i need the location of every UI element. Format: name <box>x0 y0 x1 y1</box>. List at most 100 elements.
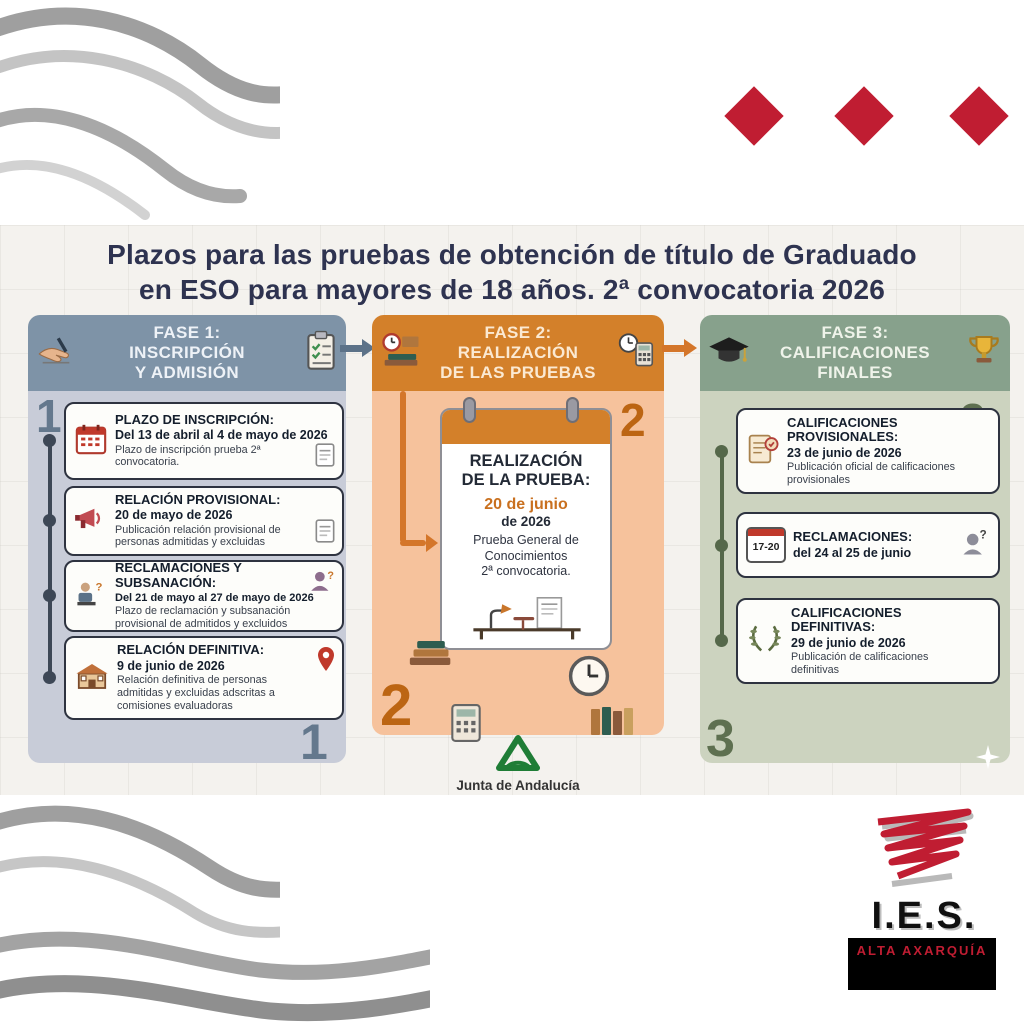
infographic-board: Plazos para las pruebas de obtención de … <box>0 225 1024 795</box>
person-laptop-icon: ? <box>74 579 108 614</box>
card-title: CALIFICACIONES PROVISIONALES: <box>787 414 899 445</box>
junta-name: Junta de Andalucía <box>456 778 580 793</box>
exam-desc-line1: Prueba General de <box>473 532 579 547</box>
arrow-phase1-to-phase2 <box>340 339 375 357</box>
hand-pencil-icon <box>36 335 76 372</box>
phase-2-header-line2: REALIZACIÓN <box>457 342 579 362</box>
card-title: RELACIÓN PROVISIONAL: <box>115 491 281 507</box>
document-icon <box>314 442 336 473</box>
card-text: RELACIÓN PROVISIONAL: 20 de mayo de 2026… <box>115 491 334 549</box>
card-plazo-inscripcion: PLAZO DE INSCRIPCIÓN: Del 13 de abril al… <box>64 402 344 480</box>
exam-desc-line3: 2ª convocatoria. <box>481 564 571 579</box>
card-title: RELACIÓN DEFINITIVA: <box>117 642 265 658</box>
school-icon <box>74 660 110 697</box>
card-reclamaciones: 17-20 RECLAMACIONES: del 24 al 25 de jun… <box>736 512 1000 578</box>
svg-text:?: ? <box>96 581 103 593</box>
clipboard-icon <box>304 330 338 377</box>
mini-calendar-label: 17-20 <box>752 541 780 553</box>
timeline-dot <box>715 445 728 458</box>
card-desc: Publicación oficial de calificaciones pr… <box>787 461 956 486</box>
exam-date-highlight: 20 de junio <box>484 495 568 513</box>
desk-scene-icon <box>452 593 602 646</box>
card-text: CALIFICACIONES PROVISIONALES: 23 de juni… <box>787 414 990 487</box>
wave-decoration-bottom <box>0 931 430 1022</box>
sparkle-icon <box>976 745 1000 774</box>
card-date: 29 de junio de 2026 <box>791 635 906 650</box>
timeline-dot <box>43 434 56 447</box>
books-stack-icon <box>408 637 454 674</box>
phase-1-header-text: FASE 1: INSCRIPCIÓN Y ADMISIÓN <box>129 323 245 383</box>
ies-scribble-icon <box>862 804 986 905</box>
phase-3-header-line2: CALIFICACIONES <box>779 342 931 362</box>
page-title-line1: Plazos para las pruebas de obtención de … <box>107 239 917 270</box>
person-question-icon: ? <box>308 568 336 599</box>
card-date: Del 21 de mayo al 27 de mayo de 2026 <box>115 591 314 604</box>
books-clock-icon <box>380 333 422 374</box>
phase-3-header-line3: FINALES <box>817 363 893 383</box>
phase-1-header-line2: INSCRIPCIÓN <box>129 342 245 362</box>
card-calificaciones-definitivas: CALIFICACIONES DEFINITIVAS: 29 de junio … <box>736 598 1000 684</box>
clock-icon <box>566 653 612 704</box>
card-relacion-definitiva: RELACIÓN DEFINITIVA: 9 de junio de 2026 … <box>64 636 344 720</box>
exam-date-rest: de 2026 <box>501 513 551 529</box>
timeline-dot <box>715 539 728 552</box>
phase-1-timeline <box>48 435 52 680</box>
wave-decoration-top-left <box>0 7 280 220</box>
phase-3-header-line1: FASE 3: <box>821 322 889 342</box>
page-title: Plazos para las pruebas de obtención de … <box>0 237 1024 307</box>
phase-3-number-bottom: 3 <box>706 710 735 768</box>
phase-3-header-text: FASE 3: CALIFICACIONES FINALES <box>780 323 930 383</box>
graduation-cap-icon <box>708 335 750 372</box>
card-reclamaciones-subsanacion: ? RECLAMACIONES Y SUBSANACIÓN: Del 21 de… <box>64 560 344 632</box>
books-row-icon <box>586 703 638 742</box>
card-desc: Relación definitiva de personas admitida… <box>117 674 275 712</box>
calendar-ring-left <box>463 397 476 423</box>
mini-calendar-icon: 17-20 <box>746 527 786 563</box>
calendar-ring-right <box>566 397 579 423</box>
megaphone-icon <box>74 504 108 539</box>
phase-2-number-bottom: 2 <box>380 673 413 738</box>
card-desc: Publicación de calificaciones definitiva… <box>791 651 929 676</box>
phase-2-header-line3: DE LAS PRUEBAS <box>440 363 596 383</box>
card-text: RELACIÓN DEFINITIVA: 9 de junio de 2026 … <box>117 643 334 712</box>
timeline-dot <box>715 634 728 647</box>
trophy-icon <box>966 332 1002 375</box>
card-desc: Publicación relación provisional de pers… <box>115 523 281 549</box>
card-date: Del 13 de abril al 4 de mayo de 2026 <box>115 428 328 443</box>
laurel-wreath-icon <box>746 622 784 661</box>
phase-2-column: FASE 2: REALIZACIÓN DE LAS PRUEBAS <box>372 315 664 735</box>
card-date: del 24 al 25 de junio <box>793 545 912 560</box>
phase-2-header: FASE 2: REALIZACIÓN DE LAS PRUEBAS <box>372 315 664 391</box>
clock-calculator-icon <box>616 333 656 374</box>
card-date: 20 de mayo de 2026 <box>115 508 233 523</box>
phase-1-header-line1: FASE 1: <box>153 322 221 342</box>
calculator-icon <box>450 703 482 748</box>
document-icon <box>314 518 336 549</box>
card-text: RECLAMACIONES: del 24 al 25 de junio <box>793 529 953 560</box>
diamond-decoration-1 <box>724 86 784 146</box>
ies-name: I.E.S. <box>871 895 977 937</box>
arrow-phase2-to-phase3 <box>662 339 697 357</box>
card-calificaciones-provisionales: CALIFICACIONES PROVISIONALES: 23 de juni… <box>736 408 1000 494</box>
phase-2-arrow-vertical <box>400 391 406 543</box>
card-date: 9 de junio de 2026 <box>117 658 225 673</box>
ies-logo-card: I.E.S. <box>854 800 994 937</box>
card-title: PLAZO DE INSCRIPCIÓN: <box>115 411 274 427</box>
svg-text:?: ? <box>327 570 334 582</box>
card-date: 23 de junio de 2026 <box>787 445 902 460</box>
person-question-icon: ? <box>960 528 990 563</box>
phase-1-header-line3: Y ADMISIÓN <box>134 363 240 383</box>
phase-3-header: FASE 3: CALIFICACIONES FINALES <box>700 315 1010 391</box>
phase-2-header-text: FASE 2: REALIZACIÓN DE LAS PRUEBAS <box>440 323 596 383</box>
phase-2-arrowhead <box>426 534 438 552</box>
diamond-decoration-2 <box>834 86 894 146</box>
ies-logo: I.E.S. ALTA AXARQUÍA <box>848 800 998 990</box>
phase-1-number-top: 1 <box>36 390 62 442</box>
exam-desc-line2: Conocimientos <box>484 548 568 563</box>
svg-text:?: ? <box>980 529 987 541</box>
timeline-dot <box>43 589 56 602</box>
card-desc: Plazo de reclamación y subsanación provi… <box>115 605 291 630</box>
phase-2-arrow-horizontal <box>400 540 426 546</box>
phase-2-number-top: 2 <box>620 394 646 446</box>
